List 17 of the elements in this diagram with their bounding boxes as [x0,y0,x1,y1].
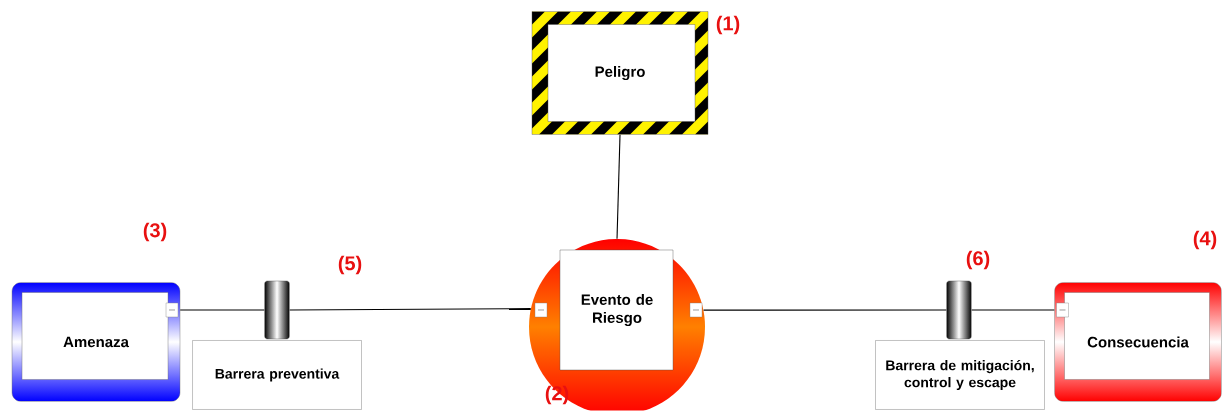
barrier-box: Barrera preventiva [192,340,362,410]
barrier-roller [946,280,972,340]
callout-number: (6) [966,250,990,270]
hazard-box: Peligro [531,11,709,135]
connector-line [971,309,1055,311]
callout-number: (3) [143,222,167,242]
connector-line [289,308,532,311]
callout-number: (4) [1193,230,1217,250]
connector-line [703,309,947,311]
barrier-roller [264,280,290,340]
callout-number: (1) [716,15,740,35]
callout-number: (5) [338,255,362,275]
threat-box: Amenaza [11,282,181,402]
connector-line [179,309,265,311]
barrier-box: Barrera de mitigación, control y escape [875,340,1045,410]
connector-line [616,134,621,240]
consequence-box: Consecuencia [1054,282,1222,402]
